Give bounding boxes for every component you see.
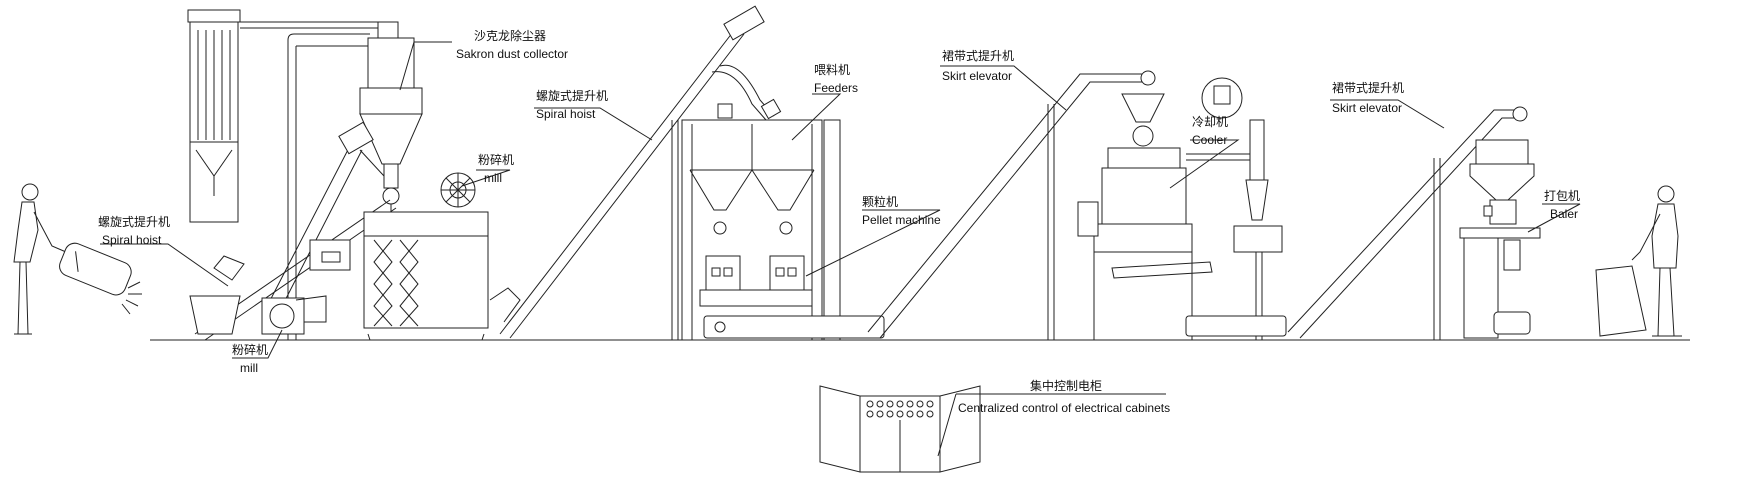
label-feeders-zh: 喂料机 (814, 63, 850, 77)
label-skirt-elevator-2-en: Skirt elevator (1332, 101, 1402, 115)
spiral-hoist-left-machine (261, 121, 385, 323)
baler-machine (1459, 139, 1541, 339)
cyclone-dust-collector (287, 21, 423, 340)
label-pellet-machine-zh: 颗粒机 (862, 194, 898, 209)
label-mill-upper: 粉碎机 mill (478, 152, 514, 185)
label-skirt-elevator-2: 裙带式提升机 Skirt elevator (1332, 80, 1404, 115)
label-pellet-machine: 颗粒机 Pellet machine (862, 194, 941, 227)
mill-lower-machine (261, 295, 327, 335)
label-control-cabinet-en: Centralized control of electrical cabine… (958, 401, 1170, 415)
label-control-cabinet-zh: 集中控制电柜 (1030, 378, 1102, 393)
label-cooler-zh: 冷却机 (1192, 115, 1228, 129)
label-spiral-hoist-left-en: Spiral hoist (102, 233, 162, 247)
label-mill-lower: 粉碎机 mill (232, 342, 268, 375)
mill-upper-machine (440, 172, 476, 208)
mixer-machine (309, 211, 521, 341)
label-skirt-elevator-1: 裙带式提升机 Skirt elevator (942, 48, 1014, 83)
bag-filter (187, 9, 380, 223)
label-pellet-machine-en: Pellet machine (862, 213, 941, 227)
spiral-hoist-low-machine (189, 199, 397, 341)
control-cabinet-figure (819, 385, 981, 473)
label-dust-collector-zh: 沙克龙除尘器 (474, 28, 546, 43)
label-mill-lower-en: mill (240, 361, 258, 375)
worker-left-figure (13, 183, 142, 335)
label-skirt-elevator-1-en: Skirt elevator (942, 69, 1012, 83)
label-feeders-en: Feeders (814, 81, 858, 95)
label-dust-collector: 沙克龙除尘器 Sakron dust collector (456, 28, 568, 61)
label-baler-zh: 打包机 (1544, 189, 1580, 203)
label-cooler: 冷却机 Cooler (1192, 115, 1228, 147)
label-mill-upper-en: mill (484, 171, 502, 185)
label-feeders: 喂料机 Feeders (814, 63, 858, 95)
label-mill-upper-zh: 粉碎机 (478, 152, 514, 167)
label-baler-en: Baler (1550, 207, 1578, 221)
skirt-elevator-2-machine (1287, 106, 1528, 340)
label-spiral-hoist-mid: 螺旋式提升机 Spiral hoist (536, 88, 608, 121)
label-baler: 打包机 Baler (1544, 189, 1580, 221)
worker-right-figure (1595, 185, 1682, 337)
skirt-elevator-1-machine (867, 70, 1156, 340)
label-mill-lower-zh: 粉碎机 (232, 342, 268, 357)
label-skirt-elevator-1-zh: 裙带式提升机 (942, 48, 1014, 63)
cooler-machine (1077, 77, 1287, 341)
label-spiral-hoist-mid-en: Spiral hoist (536, 107, 596, 121)
label-spiral-hoist-left-zh: 螺旋式提升机 (98, 214, 170, 229)
label-cooler-en: Cooler (1192, 133, 1227, 147)
feeders-pellet-machine (671, 103, 885, 341)
label-spiral-hoist-left: 螺旋式提升机 Spiral hoist (98, 214, 170, 247)
label-skirt-elevator-2-zh: 裙带式提升机 (1332, 80, 1404, 95)
label-spiral-hoist-mid-zh: 螺旋式提升机 (536, 88, 608, 103)
spiral-hoist-mid-machine (499, 5, 782, 339)
label-dust-collector-en: Sakron dust collector (456, 47, 568, 61)
leader-lines (100, 41, 1581, 457)
label-control-cabinet: 集中控制电柜 Centralized control of electrical… (958, 378, 1170, 415)
